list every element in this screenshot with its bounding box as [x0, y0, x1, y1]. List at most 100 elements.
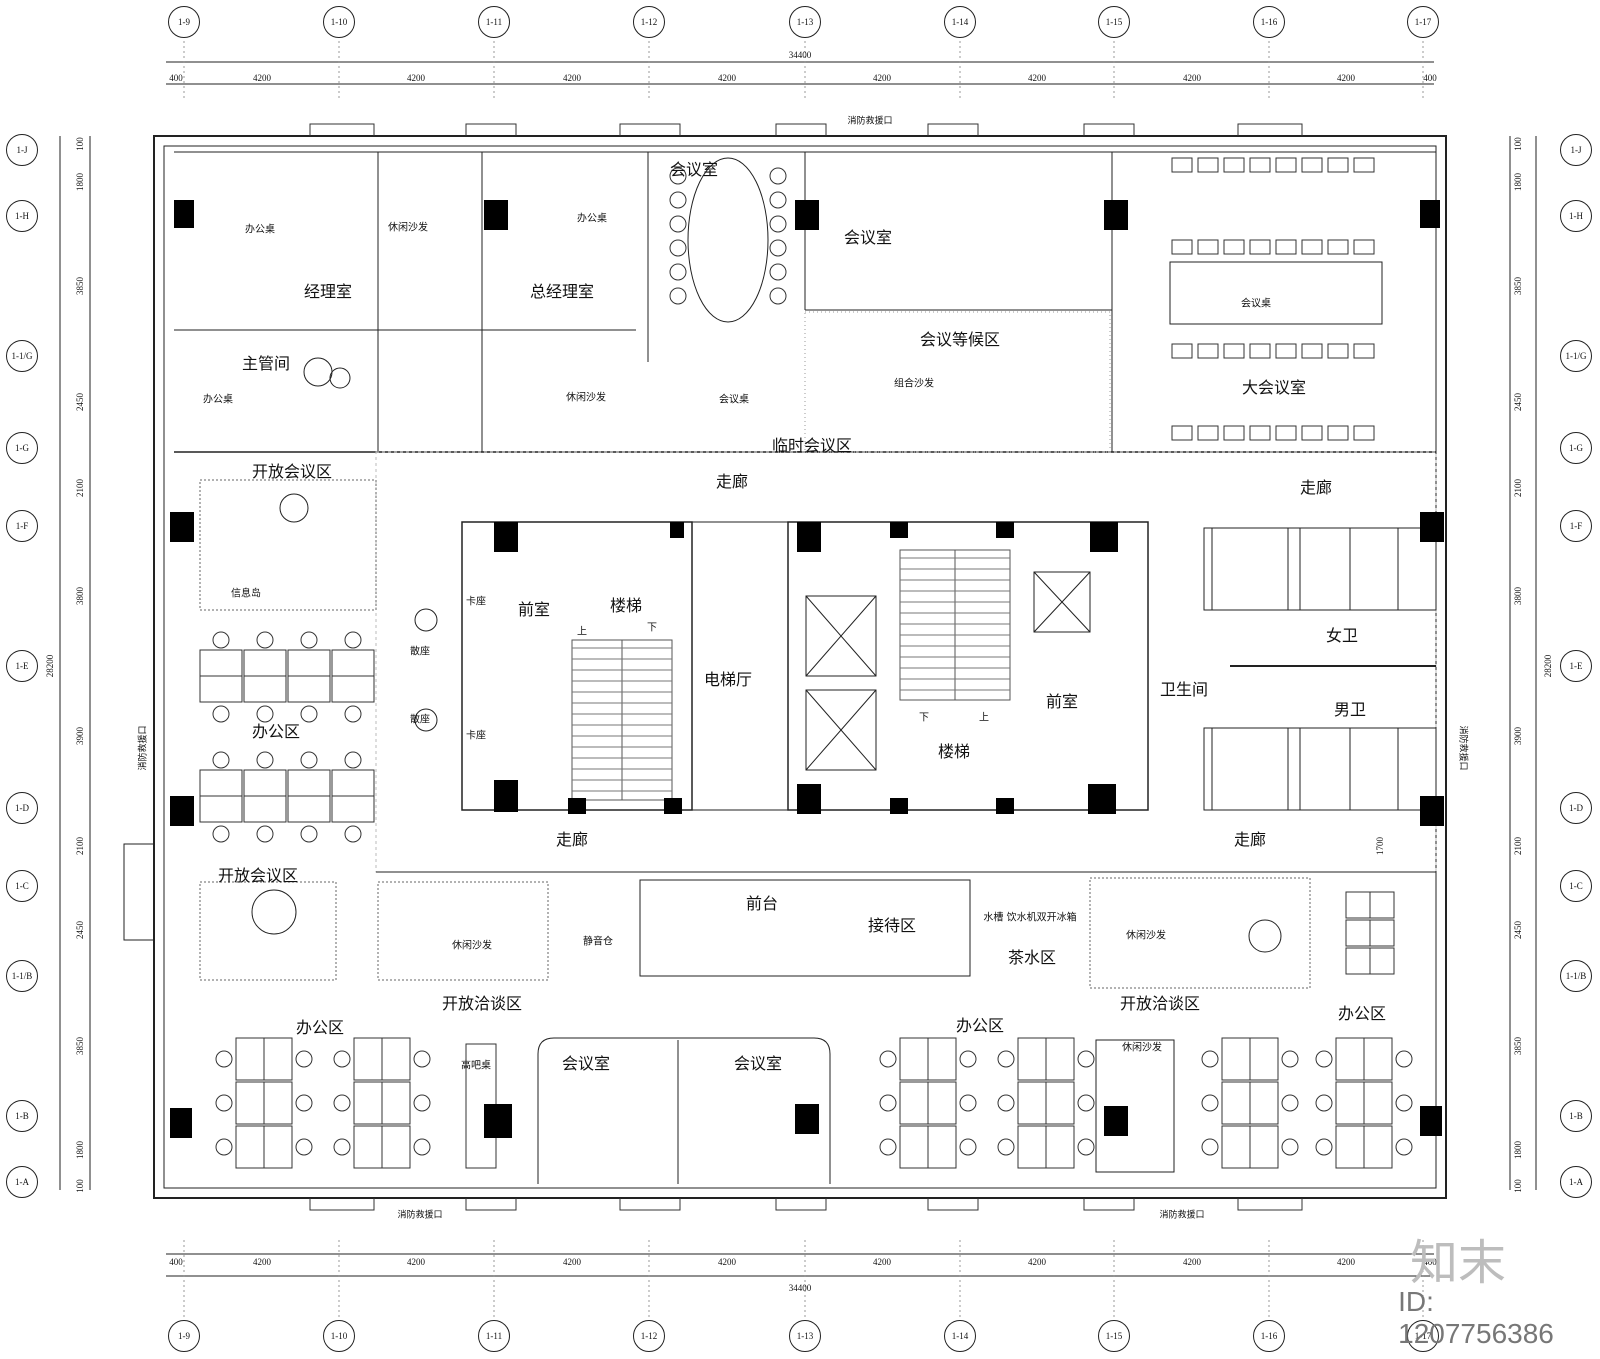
workstation — [1335, 1125, 1365, 1169]
workstation — [199, 769, 243, 797]
chair — [1197, 425, 1219, 441]
axis-bubble: 1-9 — [168, 1320, 200, 1352]
chair — [1249, 343, 1271, 359]
column — [484, 1104, 512, 1138]
chair — [1327, 157, 1349, 173]
axis-bubble: 1-G — [1560, 432, 1592, 464]
chair — [879, 1094, 897, 1112]
bay-height: 1800 — [1513, 173, 1523, 191]
chair — [669, 167, 687, 185]
bar-table-label: 高吧桌 — [461, 1060, 491, 1072]
chair — [1197, 157, 1219, 173]
corridor-dimension: 1700 — [1375, 837, 1385, 855]
room-reception-desk: 前台 — [745, 894, 779, 913]
chair — [333, 1138, 351, 1156]
room-front-room-right: 前室 — [1045, 692, 1079, 711]
chair — [1301, 239, 1323, 255]
column — [795, 1104, 819, 1134]
chair — [1201, 1094, 1219, 1112]
column — [1420, 1106, 1442, 1136]
chair — [344, 705, 362, 723]
chair — [1223, 425, 1245, 441]
chair — [1275, 425, 1297, 441]
fire-rescue-label: 消防救援口 — [1159, 1210, 1205, 1221]
room-stairs-right: 楼梯 — [937, 742, 971, 761]
id-watermark: ID: 1207756386 — [1398, 1286, 1554, 1349]
workstation — [243, 795, 287, 823]
workstation — [263, 1037, 293, 1081]
axis-bubble: 1-17 — [1407, 6, 1439, 38]
bay-height: 1800 — [75, 1141, 85, 1159]
room-open-meeting-top: 开放会议区 — [251, 462, 333, 481]
meeting-table-label: 会议桌 — [1241, 298, 1271, 310]
bay-height: 100 — [75, 137, 85, 151]
stair-up-label: 上 — [979, 712, 989, 724]
column — [170, 1108, 192, 1138]
workstation — [199, 795, 243, 823]
overall-height: 28200 — [45, 654, 55, 678]
chair — [669, 191, 687, 209]
workstation — [1045, 1081, 1075, 1125]
workstation — [1369, 919, 1395, 947]
axis-bubble: 1-1/G — [1560, 340, 1592, 372]
workstation — [381, 1037, 411, 1081]
chair — [215, 1050, 233, 1068]
room-tea-area: 茶水区 — [1007, 948, 1057, 967]
chair — [295, 1094, 313, 1112]
axis-bubble: 1-B — [1560, 1100, 1592, 1132]
workstation — [287, 795, 331, 823]
corridor-label: 走廊 — [555, 830, 589, 849]
bay-height: 3850 — [1513, 1037, 1523, 1055]
workstation — [353, 1081, 383, 1125]
chair — [333, 1094, 351, 1112]
bay-width: 4200 — [718, 1257, 736, 1267]
tea-equipment-label: 水槽 饮水机双开冰箱 — [983, 912, 1077, 924]
chair — [295, 1050, 313, 1068]
axis-bubble: 1-12 — [633, 1320, 665, 1352]
workstation — [235, 1081, 265, 1125]
workstation — [1363, 1037, 1393, 1081]
axis-bubble: 1-13 — [789, 1320, 821, 1352]
axis-bubble: 1-11 — [478, 6, 510, 38]
chair — [300, 751, 318, 769]
chair — [769, 287, 787, 305]
column — [1420, 200, 1440, 228]
axis-bubble: 1-C — [6, 870, 38, 902]
chair — [1249, 425, 1271, 441]
axis-bubble: 1-15 — [1098, 1320, 1130, 1352]
axis-bubble: 1-H — [6, 200, 38, 232]
workstation — [1045, 1037, 1075, 1081]
workstation — [1345, 919, 1371, 947]
loose-seat-label: 散座 — [410, 714, 430, 726]
chair — [997, 1094, 1015, 1112]
chair — [212, 751, 230, 769]
workstation — [243, 769, 287, 797]
chair — [769, 167, 787, 185]
room-office-area-bottom-mid: 办公区 — [955, 1016, 1005, 1035]
chair — [1301, 425, 1323, 441]
column — [797, 522, 821, 552]
column — [996, 522, 1014, 538]
chair — [256, 705, 274, 723]
chair — [669, 287, 687, 305]
workstation — [1017, 1125, 1047, 1169]
axis-bubble: 1-12 — [633, 6, 665, 38]
axis-bubble: 1-J — [6, 134, 38, 166]
axis-bubble: 1-15 — [1098, 6, 1130, 38]
bay-width: 4200 — [253, 73, 271, 83]
axis-bubble: 1-1/G — [6, 340, 38, 372]
bay-height: 2100 — [1513, 479, 1523, 497]
axis-bubble: 1-11 — [478, 1320, 510, 1352]
bay-height: 2450 — [75, 393, 85, 411]
room-office-area-right: 办公区 — [1337, 1004, 1387, 1023]
workstation — [1363, 1081, 1393, 1125]
chair — [212, 825, 230, 843]
axis-bubble: 1-G — [6, 432, 38, 464]
workstation — [243, 675, 287, 703]
room-gm-office: 总经理室 — [529, 282, 595, 301]
bay-height: 1800 — [1513, 1141, 1523, 1159]
chair — [1327, 239, 1349, 255]
workstation — [263, 1081, 293, 1125]
overall-width: 34400 — [788, 50, 812, 60]
stair-down-label: 下 — [647, 622, 657, 634]
